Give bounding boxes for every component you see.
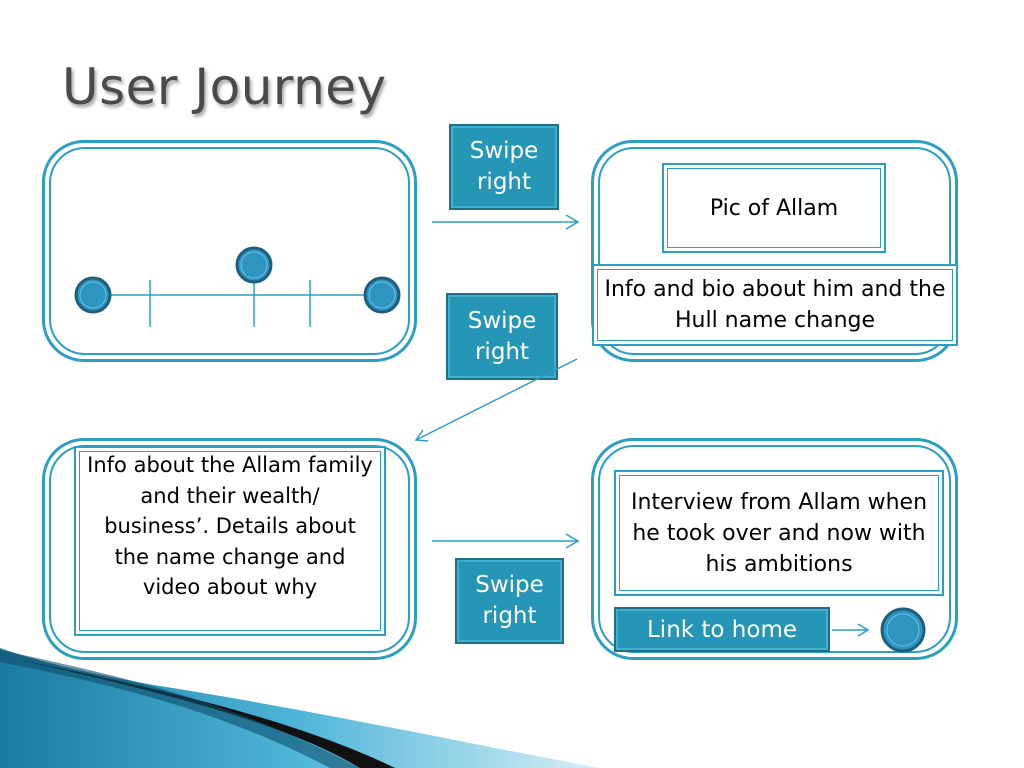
swipe-right-button-2[interactable]: Swipe right — [446, 293, 558, 380]
pic-label: Pic of Allam — [709, 195, 839, 221]
swipe-right-button-3[interactable]: Swipe right — [455, 558, 564, 644]
link-to-home-button[interactable]: Link to home — [614, 607, 830, 652]
interview-label: Interview from Allam when he took over a… — [630, 489, 928, 577]
home-node-icon[interactable] — [880, 607, 926, 653]
bio-box: Info and bio about him and the Hull name… — [592, 264, 958, 346]
page-title: User Journey — [62, 58, 387, 116]
screen-timeline — [42, 140, 417, 362]
pic-placeholder: Pic of Allam — [662, 163, 886, 253]
bio-label: Info and bio about him and the Hull name… — [604, 277, 946, 333]
family-info-label: Info about the Allam family and their we… — [87, 453, 373, 599]
swipe-right-button-1[interactable]: Swipe right — [449, 124, 559, 210]
family-info-box: Info about the Allam family and their we… — [74, 446, 386, 636]
interview-box: Interview from Allam when he took over a… — [614, 470, 944, 596]
